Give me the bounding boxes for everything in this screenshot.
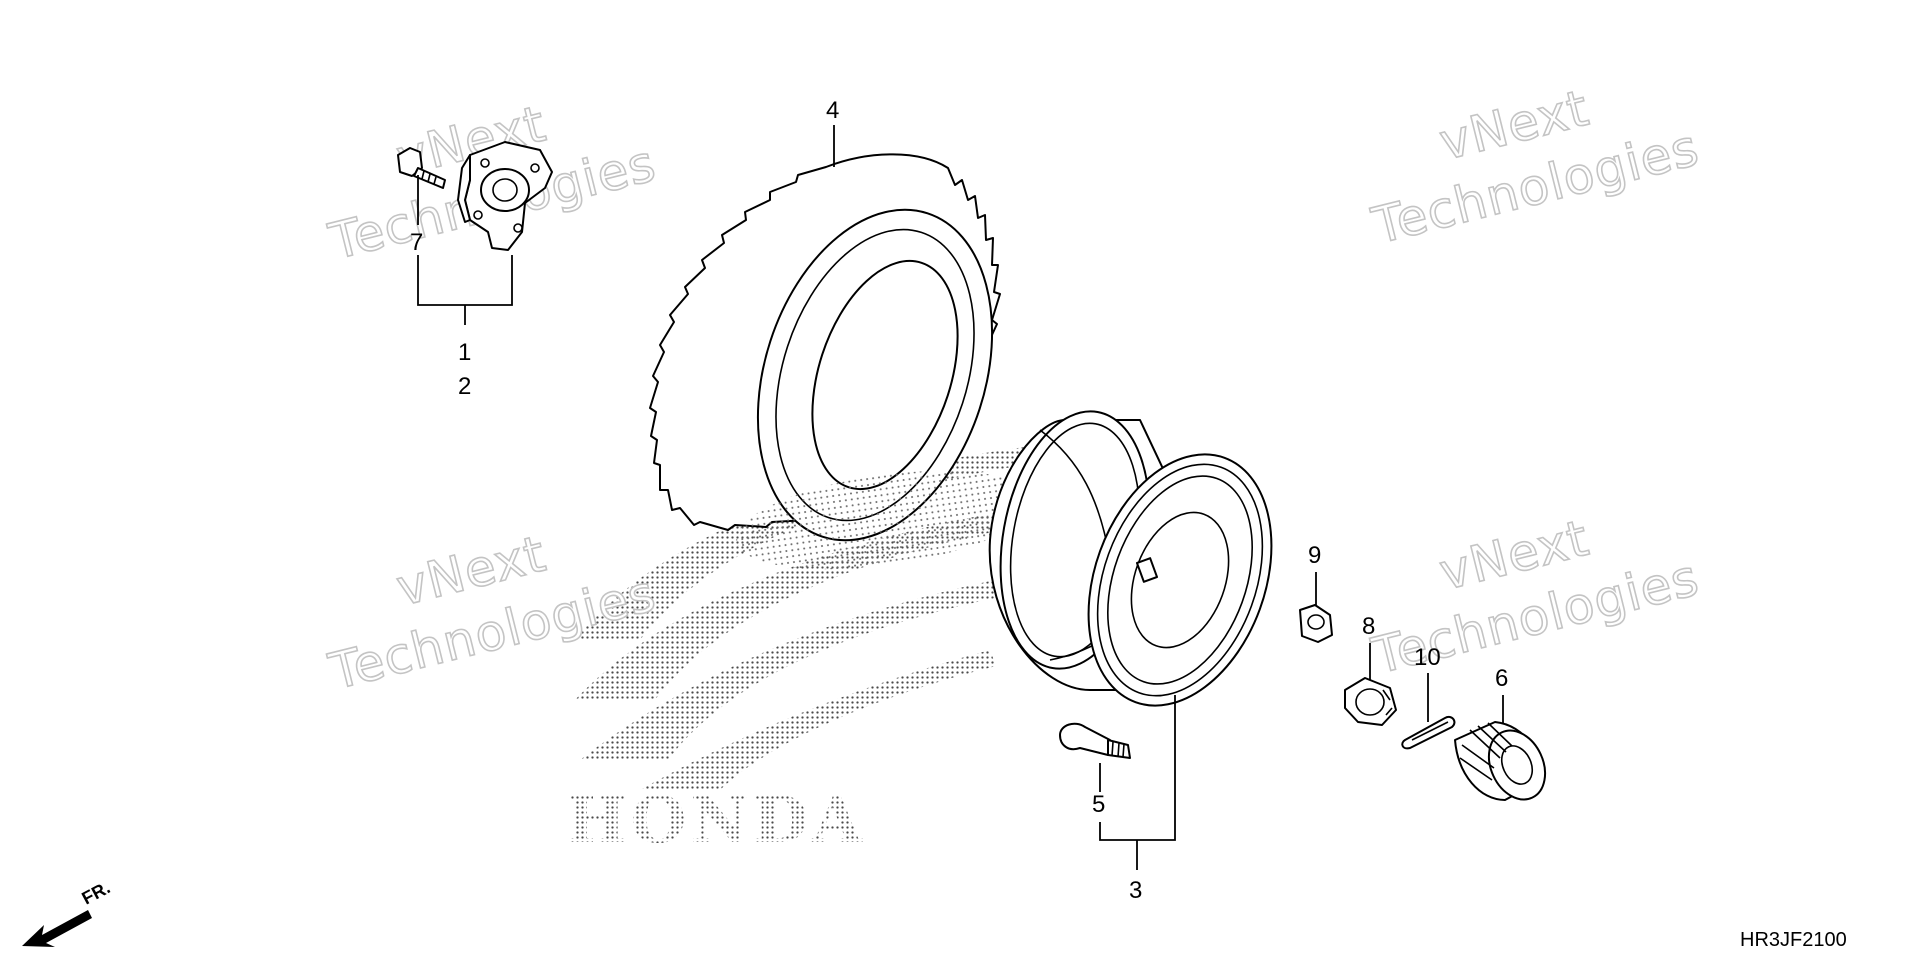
- callout-3: 3: [1129, 877, 1142, 904]
- front-label: FR.: [78, 877, 113, 908]
- leader-lines: [417, 125, 1504, 870]
- callout-7: 7: [410, 229, 423, 256]
- callout-labels: 7 1 2 4 5 3 9 8 10 6: [410, 97, 1508, 904]
- honda-wing-logo: HONDA: [566, 445, 1045, 858]
- tire-part[interactable]: [649, 153, 1040, 585]
- callout-2: 2: [458, 373, 471, 400]
- valve-stem-part[interactable]: [1059, 722, 1131, 759]
- wheel-nut-part[interactable]: [1299, 604, 1333, 643]
- callout-1: 1: [458, 339, 471, 366]
- hub-bolt-part[interactable]: [397, 147, 446, 189]
- honda-logo-text: HONDA: [566, 783, 866, 858]
- castle-nut-part[interactable]: [1344, 677, 1397, 726]
- wheel-hub-part[interactable]: [457, 141, 553, 251]
- callout-5: 5: [1092, 791, 1105, 818]
- front-arrow-icon: [22, 910, 92, 947]
- cotter-pin-part[interactable]: [1401, 716, 1456, 750]
- callout-4: 4: [826, 97, 839, 124]
- callout-9: 9: [1308, 542, 1321, 569]
- callout-6: 6: [1495, 665, 1508, 692]
- wheel-rim-part[interactable]: [982, 399, 1305, 731]
- callout-8: 8: [1362, 613, 1375, 640]
- callout-10: 10: [1414, 644, 1441, 671]
- splined-collar-part[interactable]: [1454, 721, 1556, 808]
- diagram-code: HR3JF2100: [1740, 929, 1847, 951]
- front-direction-indicator: FR.: [22, 877, 113, 947]
